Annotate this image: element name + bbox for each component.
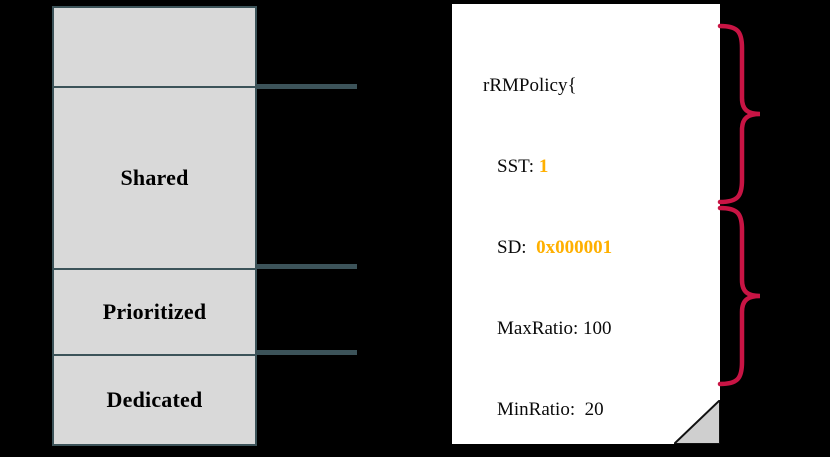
- policy-document: rRMPolicy{ SST: 1 SD: 0x000001 MaxRatio:…: [452, 4, 720, 444]
- policy1-sst-value: 1: [538, 156, 549, 177]
- slice-prioritized: Prioritized: [52, 268, 257, 356]
- connector-line-shared-top: [256, 84, 357, 89]
- slice-unlabeled-top: [52, 6, 257, 88]
- policy1-minratio-line: MinRatio: 20: [497, 399, 604, 420]
- brace-policy-2-icon: [717, 205, 761, 387]
- resource-slice-stack: Shared Prioritized Dedicated: [52, 6, 257, 446]
- policy1-maxratio-line: MaxRatio: 100: [497, 318, 612, 339]
- connector-line-prioritized-bottom: [256, 350, 357, 355]
- slice-shared: Shared: [52, 86, 257, 270]
- connector-line-shared-bottom: [256, 264, 357, 269]
- policy1-sd-value: 0x000001: [536, 237, 613, 258]
- policy1-open-brace: rRMPolicy{: [483, 75, 577, 96]
- slice-label-shared: Shared: [120, 165, 189, 190]
- policy1-sd-key: SD:: [497, 237, 537, 258]
- brace-policy-1-icon: [717, 23, 761, 205]
- slice-label-prioritized: Prioritized: [102, 299, 207, 324]
- document-page: [452, 4, 720, 444]
- slice-label-dedicated: Dedicated: [106, 387, 203, 412]
- slice-dedicated: Dedicated: [52, 354, 257, 446]
- policy1-sst-key: SST:: [497, 156, 539, 177]
- policy1-sd-line: SD: 0x000001: [483, 234, 713, 261]
- policy1-sst-line: SST: 1: [483, 153, 713, 180]
- page-fold-corner-icon: [674, 400, 720, 444]
- policy-text-block: rRMPolicy{ SST: 1 SD: 0x000001 MaxRatio:…: [483, 18, 713, 457]
